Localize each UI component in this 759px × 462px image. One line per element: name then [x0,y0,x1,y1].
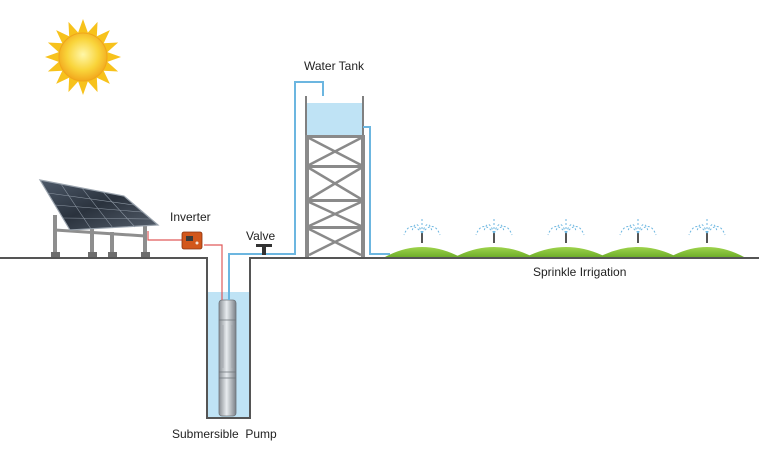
power-cable-panel [147,231,182,241]
sprinkler-icon [619,217,657,243]
water-tank-label: Water Tank [304,59,365,73]
inverter-label: Inverter [170,210,211,224]
power-cable-pump [204,244,223,300]
inverter-box-icon [181,231,203,250]
ground-line [0,257,759,419]
sprinkler-icon [475,217,513,243]
submersible-pump-icon [218,299,237,417]
sprinkler-icon [688,217,726,243]
sun-icon [45,19,121,95]
valve-label: Valve [246,229,276,243]
submersible-pump-label: Submersible Pump [172,427,277,441]
water-tank-tower-icon [305,96,365,257]
irrigation-pipe [363,126,390,255]
valve-icon [256,244,272,255]
sprinkler-icon [403,217,441,243]
sprinkler-icon [547,217,585,243]
solar-panel-icon [38,179,160,257]
grass-field [385,247,744,257]
sprinkle-irrigation-label: Sprinkle Irrigation [533,265,627,279]
water-pipe [228,81,324,300]
